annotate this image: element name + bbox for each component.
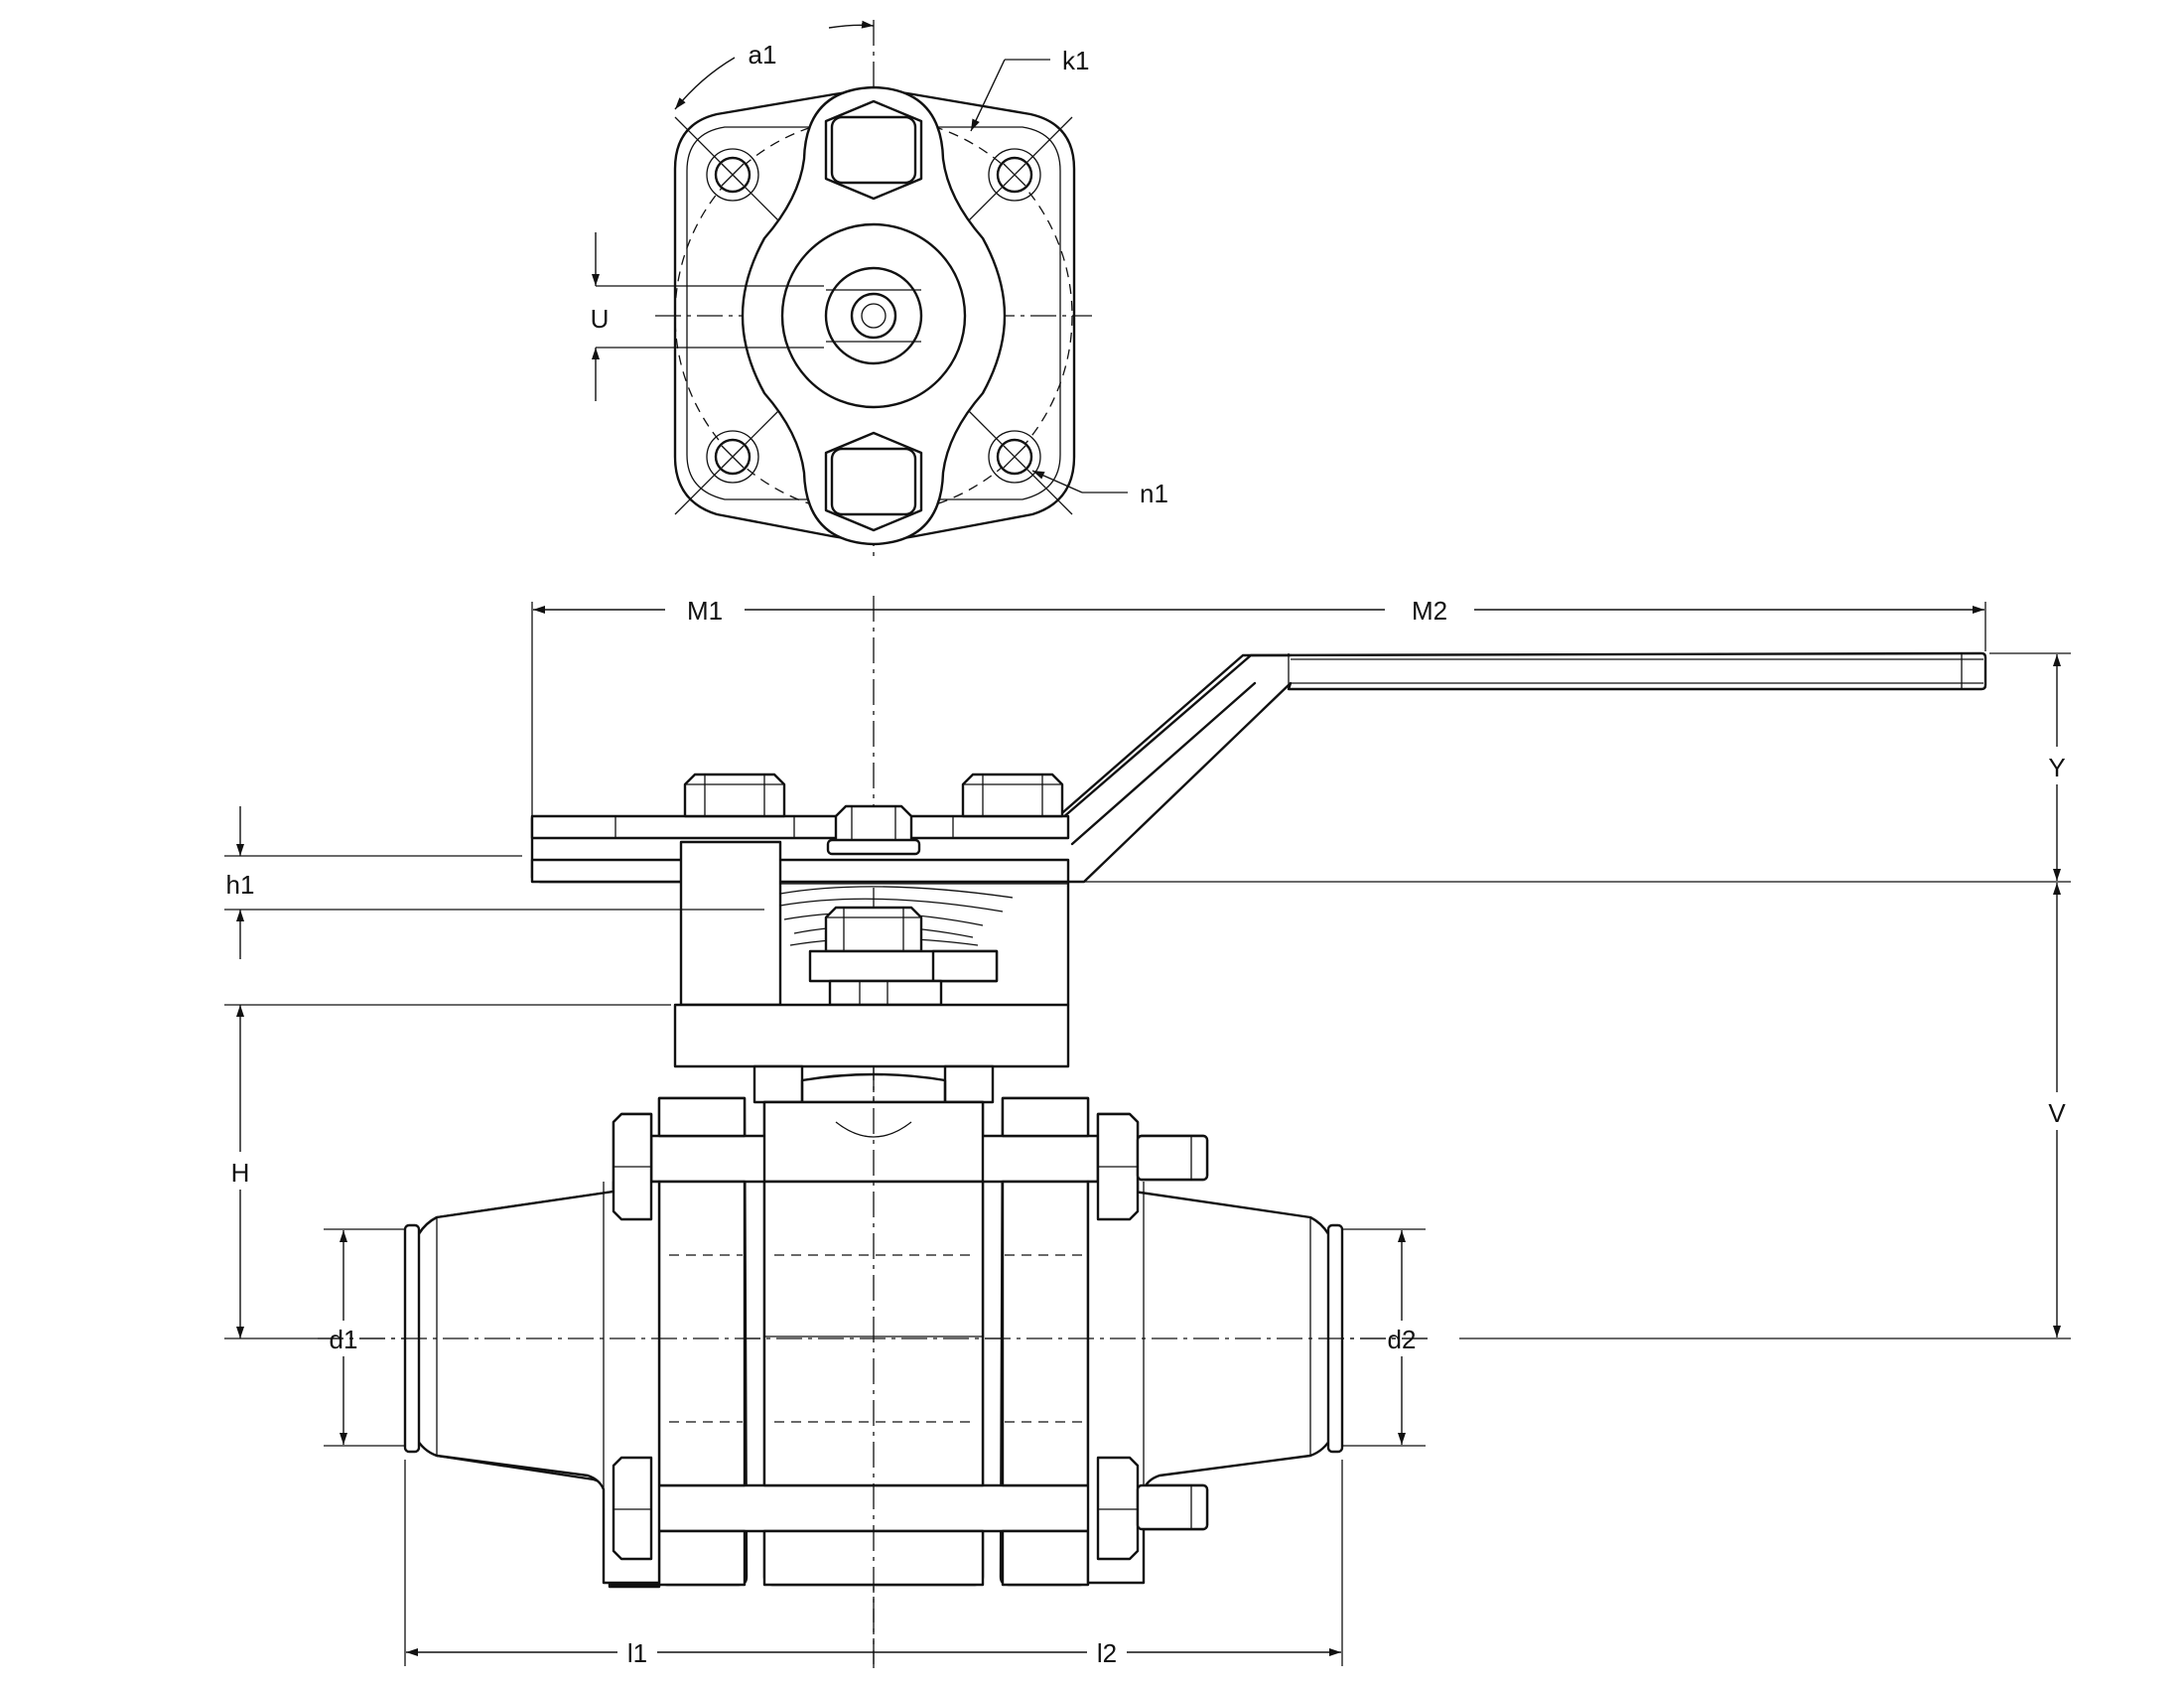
label-V: V xyxy=(2048,1098,2066,1128)
label-h1: h1 xyxy=(226,870,255,900)
bolt-hole-tl xyxy=(706,148,759,202)
label-l2: l2 xyxy=(1097,1638,1117,1668)
stem-nut-lower xyxy=(824,906,923,953)
label-d1: d1 xyxy=(330,1325,358,1354)
yoke-bracket xyxy=(679,840,782,1007)
front-view xyxy=(318,596,1987,1668)
label-a1: a1 xyxy=(749,40,777,70)
mounting-plate-outline xyxy=(673,89,1076,542)
lever-plate xyxy=(530,858,1070,884)
stem-nut xyxy=(826,804,921,856)
mounting-plate-inner xyxy=(686,126,1061,500)
hex-nut-top xyxy=(824,99,923,201)
lower-tie-rod xyxy=(649,1483,1100,1533)
bolt-hole-br xyxy=(988,430,1041,484)
label-n1: n1 xyxy=(1140,479,1168,508)
stem xyxy=(850,292,897,340)
bolt-hole-bl xyxy=(706,430,759,484)
bolt-hole-tr xyxy=(988,148,1041,202)
stem-outer xyxy=(824,266,923,365)
label-H: H xyxy=(231,1158,250,1188)
label-M2: M2 xyxy=(1412,596,1447,626)
m-dimensions: M1 M2 xyxy=(531,592,1986,854)
label-d2: d2 xyxy=(1388,1325,1417,1354)
label-l1: l1 xyxy=(627,1638,647,1668)
label-Y: Y xyxy=(2048,753,2065,782)
lever-bolt-left xyxy=(683,773,786,818)
lever-bolt-right xyxy=(961,773,1064,818)
label-k1: k1 xyxy=(1062,46,1089,75)
front-dimensions: h1 H Y V d1 d2 xyxy=(224,652,2075,1670)
label-U: U xyxy=(591,304,610,334)
top-view: U a1 k1 n1 xyxy=(591,20,1168,561)
label-M1: M1 xyxy=(687,596,723,626)
stop-plate xyxy=(530,814,1070,840)
stem-bore xyxy=(861,303,887,329)
hex-nut-bottom xyxy=(824,431,923,532)
bonnet-plate xyxy=(673,1003,1070,1068)
